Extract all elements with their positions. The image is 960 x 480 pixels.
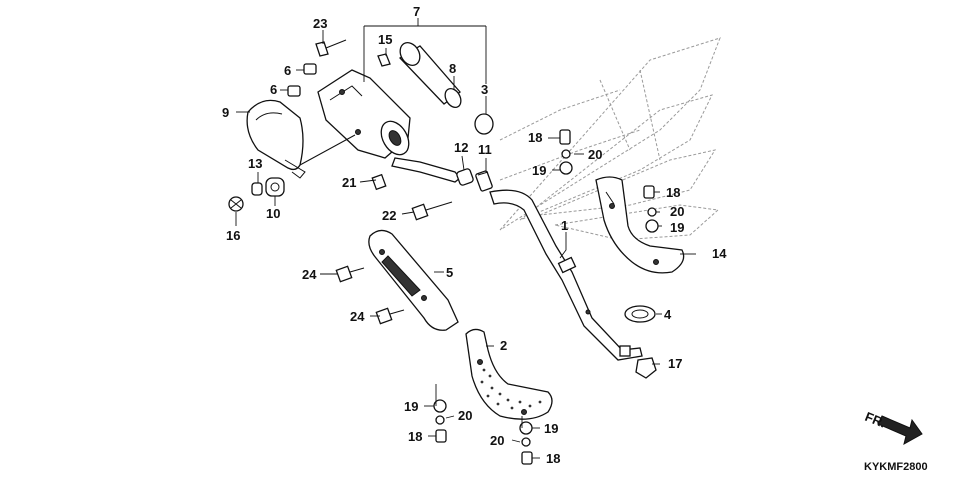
part-pipe-gasket	[624, 305, 656, 323]
callout-21: 21	[342, 175, 356, 190]
callout-6a: 6	[284, 63, 291, 78]
part-pipe-protector	[595, 176, 685, 274]
wing-watermark	[499, 37, 721, 241]
part-lower-guard	[465, 328, 553, 420]
part-exhaust-pipe	[489, 189, 643, 361]
callout-24a: 24	[302, 267, 317, 282]
part-clamp	[475, 170, 493, 192]
leader-lines	[235, 18, 696, 459]
callout-23: 23	[313, 16, 327, 31]
callout-18d: 18	[546, 451, 560, 466]
callout-10: 10	[266, 206, 280, 221]
callout-15: 15	[378, 32, 392, 47]
callout-5: 5	[446, 265, 453, 280]
callout-13: 13	[248, 156, 262, 171]
callout-1: 1	[561, 218, 568, 233]
direction-label: FR.	[863, 409, 888, 431]
callout-9: 9	[222, 105, 229, 120]
hardware	[228, 39, 659, 465]
callout-19c: 19	[404, 399, 418, 414]
callout-18a: 18	[528, 130, 542, 145]
callout-3: 3	[481, 82, 488, 97]
part-gasket	[474, 113, 494, 135]
diagram-code: KYKMF2800	[864, 461, 928, 473]
part-collar	[456, 168, 474, 186]
callout-20d: 20	[490, 433, 504, 448]
part-tail-pipe	[398, 42, 462, 108]
part-muffler-protector	[368, 229, 459, 331]
callout-8: 8	[449, 61, 456, 76]
callout-20a: 20	[588, 147, 602, 162]
part-muffler	[299, 69, 461, 183]
callout-4: 4	[664, 307, 672, 322]
callout-20b: 20	[670, 204, 684, 219]
callout-20c: 20	[458, 408, 472, 423]
part-flange-nut	[635, 357, 657, 379]
callout-11: 11	[478, 142, 492, 157]
front-direction-arrow: FR.	[863, 409, 923, 445]
callout-22: 22	[382, 208, 396, 223]
callout-17: 17	[668, 356, 682, 371]
callout-6b: 6	[270, 82, 277, 97]
callout-18c: 18	[408, 429, 422, 444]
callout-14: 14	[712, 246, 727, 261]
callout-2: 2	[500, 338, 507, 353]
callout-18b: 18	[666, 185, 680, 200]
callout-labels: 1 2 3 4 5 6 6 7 8 9 10 11 12 13 14 15 16…	[222, 4, 727, 466]
callout-24b: 24	[350, 309, 365, 324]
callout-7: 7	[413, 4, 420, 19]
callout-19b: 19	[670, 220, 684, 235]
callout-16: 16	[226, 228, 240, 243]
callout-19a: 19	[532, 163, 546, 178]
callout-19d: 19	[544, 421, 558, 436]
callout-12: 12	[454, 140, 468, 155]
